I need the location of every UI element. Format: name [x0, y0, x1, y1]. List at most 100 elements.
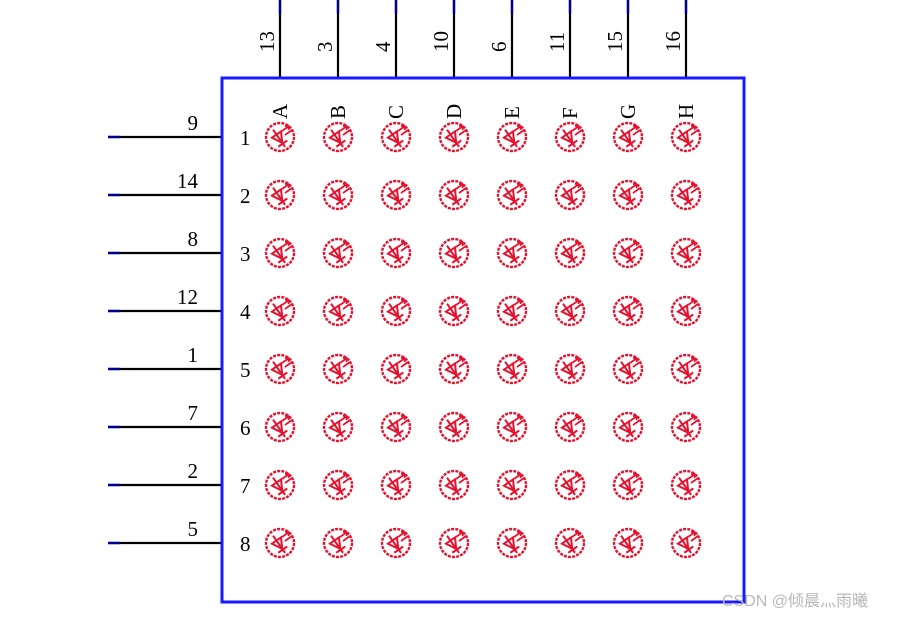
- led-icon: [670, 179, 702, 211]
- column-label: A: [268, 103, 292, 119]
- led-icon: [554, 527, 586, 559]
- led-icon: [264, 121, 296, 153]
- led-icon: [264, 527, 296, 559]
- column-label: F: [558, 107, 582, 119]
- column-pin-numbers: 13 3 4 10 6 11 15 16: [255, 31, 685, 52]
- led-icon: [612, 353, 644, 385]
- column-pin-number: 6: [487, 42, 511, 53]
- led-icon: [554, 237, 586, 269]
- led-icon: [322, 295, 354, 327]
- led-icon: [380, 469, 412, 501]
- led-icon: [670, 237, 702, 269]
- led-icon: [264, 411, 296, 443]
- led-icon: [554, 411, 586, 443]
- led-icon: [612, 121, 644, 153]
- row-label: 6: [240, 416, 251, 440]
- led-icon: [438, 469, 470, 501]
- led-icon: [612, 295, 644, 327]
- row-label: 1: [240, 126, 251, 150]
- led-icon: [380, 527, 412, 559]
- led-icon: [322, 237, 354, 269]
- led-icon: [612, 179, 644, 211]
- led-icon: [670, 527, 702, 559]
- led-icon: [496, 527, 528, 559]
- led-icon: [438, 237, 470, 269]
- led-icon: [496, 237, 528, 269]
- led-icon: [264, 237, 296, 269]
- led-icon: [438, 179, 470, 211]
- led-icon: [612, 527, 644, 559]
- led-icon: [264, 469, 296, 501]
- led-icon: [554, 179, 586, 211]
- led-icon: [380, 295, 412, 327]
- row-label: 8: [240, 532, 251, 556]
- led-icon: [496, 353, 528, 385]
- led-icon: [380, 121, 412, 153]
- led-icon: [264, 179, 296, 211]
- led-icon: [670, 411, 702, 443]
- led-icon: [612, 469, 644, 501]
- led-icon: [438, 121, 470, 153]
- led-icon: [322, 411, 354, 443]
- led-icon: [496, 469, 528, 501]
- led-icon: [322, 527, 354, 559]
- row-pin-number: 9: [188, 111, 199, 135]
- column-pin-number: 3: [313, 42, 337, 53]
- led-icon: [554, 353, 586, 385]
- row-pin-number: 1: [188, 343, 199, 367]
- column-label: G: [616, 104, 640, 119]
- row-pin-number: 2: [188, 459, 199, 483]
- led-icon: [380, 237, 412, 269]
- led-icon: [670, 121, 702, 153]
- led-icon: [438, 527, 470, 559]
- column-label: C: [384, 105, 408, 119]
- row-label: 3: [240, 242, 251, 266]
- led-icon: [264, 353, 296, 385]
- led-icon: [264, 295, 296, 327]
- led-icon: [496, 295, 528, 327]
- matrix-outline: [220, 76, 746, 604]
- pin-wires: [108, 0, 688, 545]
- led-icon: [438, 353, 470, 385]
- column-pin-number: 11: [545, 32, 569, 52]
- row-pin-number: 5: [188, 517, 199, 541]
- led-icon: [322, 121, 354, 153]
- led-icon: [322, 353, 354, 385]
- row-pin-number: 12: [177, 285, 198, 309]
- led-icon: [380, 353, 412, 385]
- led-icon: [380, 179, 412, 211]
- row-label: 7: [240, 474, 251, 498]
- led-icon: [496, 121, 528, 153]
- led-grid: [264, 121, 702, 559]
- row-pin-number: 7: [188, 401, 199, 425]
- led-icon: [380, 411, 412, 443]
- led-icon: [554, 469, 586, 501]
- column-pin-number: 10: [429, 31, 453, 52]
- led-icon: [496, 179, 528, 211]
- led-icon: [322, 469, 354, 501]
- row-pin-number: 8: [188, 227, 199, 251]
- row-label: 5: [240, 358, 251, 382]
- row-label: 2: [240, 184, 251, 208]
- column-pin-number: 4: [371, 41, 395, 52]
- led-icon: [612, 237, 644, 269]
- led-icon: [438, 295, 470, 327]
- column-label: B: [326, 105, 350, 119]
- column-pin-number: 16: [661, 31, 685, 52]
- led-icon: [554, 295, 586, 327]
- led-icon: [438, 411, 470, 443]
- led-icon: [670, 469, 702, 501]
- watermark: CSDN @倾晨灬雨曦: [722, 593, 869, 610]
- led-icon: [322, 179, 354, 211]
- column-pin-number: 15: [603, 31, 627, 52]
- led-icon: [612, 411, 644, 443]
- column-pin-number: 13: [255, 31, 279, 52]
- column-label: H: [674, 104, 698, 119]
- row-pin-numbers: 9 14 8 12 1 7 2 5: [177, 111, 199, 541]
- column-label: E: [500, 106, 524, 119]
- row-pin-number: 14: [177, 169, 199, 193]
- led-icon: [670, 353, 702, 385]
